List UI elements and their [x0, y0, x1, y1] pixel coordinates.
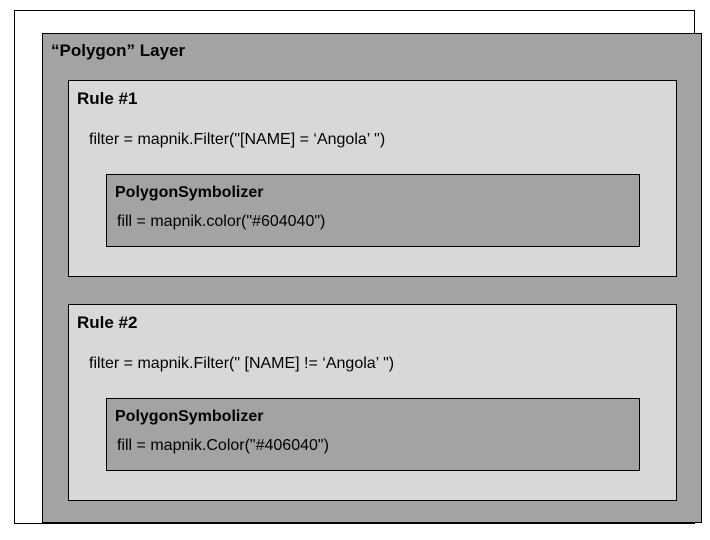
polygon-layer-box: “Polygon” Layer Rule #1 filter = mapnik.… — [42, 33, 702, 523]
rule-1-box: Rule #1 filter = mapnik.Filter("[NAME] =… — [68, 80, 677, 277]
diagram-frame: “Polygon” Layer Rule #1 filter = mapnik.… — [14, 10, 702, 524]
rule-2-polygon-symbolizer-box: PolygonSymbolizer fill = mapnik.Color("#… — [106, 398, 640, 471]
rule-1-filter: filter = mapnik.Filter("[NAME] = ‘Angola… — [89, 131, 386, 148]
rule-2-title: Rule #2 — [77, 313, 138, 332]
rule-2-symbolizer-title: PolygonSymbolizer — [115, 408, 264, 425]
rule-2-box: Rule #2 filter = mapnik.Filter(" [NAME] … — [68, 304, 677, 501]
rule-2-symbolizer-fill: fill = mapnik.Color("#406040") — [117, 437, 329, 454]
rule-1-title: Rule #1 — [77, 89, 138, 108]
rule-1-symbolizer-fill: fill = mapnik.color("#604040") — [117, 213, 326, 230]
layer-title: “Polygon” Layer — [51, 41, 186, 60]
rule-1-symbolizer-title: PolygonSymbolizer — [115, 184, 264, 201]
rule-1-polygon-symbolizer-box: PolygonSymbolizer fill = mapnik.color("#… — [106, 174, 640, 247]
rule-2-filter: filter = mapnik.Filter(" [NAME] != ‘Ango… — [89, 355, 395, 372]
